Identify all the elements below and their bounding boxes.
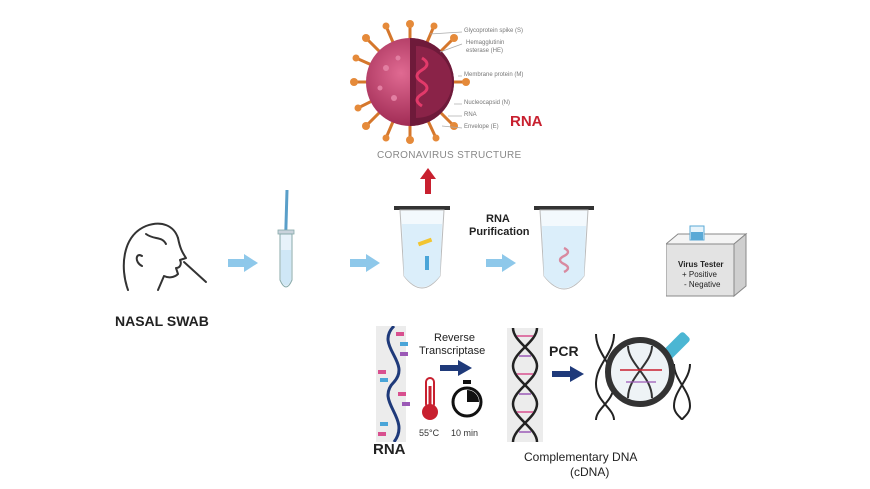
virus-tester-box bbox=[666, 225, 748, 298]
rna-strand-illustration bbox=[376, 326, 410, 442]
purified-tube-icon bbox=[534, 206, 594, 290]
arrow-swab-to-tube bbox=[228, 254, 258, 272]
coronavirus-illustration bbox=[350, 20, 470, 144]
virus-label-hemagglutinin: Hemagglutinin bbox=[466, 40, 505, 46]
red-up-arrow bbox=[420, 168, 436, 194]
arrow-tube-to-sample bbox=[350, 254, 380, 272]
pcr-magnifier-illustration bbox=[594, 332, 692, 420]
rna-bottom-label: RNA bbox=[373, 441, 406, 458]
virus-caption: CORONAVIRUS STRUCTURE bbox=[377, 150, 522, 161]
cdna-label-line1: Complementary DNA bbox=[524, 450, 638, 464]
rna-purification-line2: Purification bbox=[469, 226, 530, 238]
cdna-helix-illustration bbox=[507, 328, 543, 442]
arrow-pcr-dark bbox=[552, 366, 584, 382]
rt-line1: Reverse bbox=[434, 332, 475, 344]
arrow-rt-dark bbox=[440, 360, 472, 376]
thermometer-icon bbox=[422, 377, 438, 420]
virus-label-nucleocapsid: Nucleocapsid (N) bbox=[464, 100, 511, 106]
virus-label-spike: Glycoprotein spike (S) bbox=[464, 28, 524, 34]
virus-label-envelope: Envelope (E) bbox=[464, 124, 499, 130]
sample-tube-icon bbox=[394, 206, 450, 289]
virus-label-rna: RNA bbox=[464, 112, 477, 118]
rna-purification-line1: RNA bbox=[486, 213, 510, 225]
rt-line2: Transcriptase bbox=[419, 345, 486, 357]
nasal-swab-head-icon bbox=[122, 222, 207, 291]
virus-label-esterase: esterase (HE) bbox=[466, 48, 504, 54]
arrow-sample-to-purified bbox=[486, 254, 516, 272]
virus-tester-negative: - Negative bbox=[684, 280, 721, 289]
virus-tester-positive: + Positive bbox=[682, 270, 717, 279]
virus-annotation-lines bbox=[430, 31, 463, 129]
virus-tester-title: Virus Tester bbox=[678, 260, 724, 269]
stopwatch-icon bbox=[451, 380, 483, 418]
virus-label-membrane: Membrane protein (M) bbox=[464, 72, 524, 78]
rt-time: 10 min bbox=[451, 428, 479, 438]
pcr-label: PCR bbox=[549, 343, 579, 359]
rt-temperature: 55°C bbox=[419, 428, 440, 438]
virus-rna-label: RNA bbox=[510, 113, 543, 130]
cdna-label-line2: (cDNA) bbox=[570, 465, 610, 479]
swab-tube-icon bbox=[277, 190, 295, 288]
nasal-swab-label: NASAL SWAB bbox=[115, 313, 209, 329]
